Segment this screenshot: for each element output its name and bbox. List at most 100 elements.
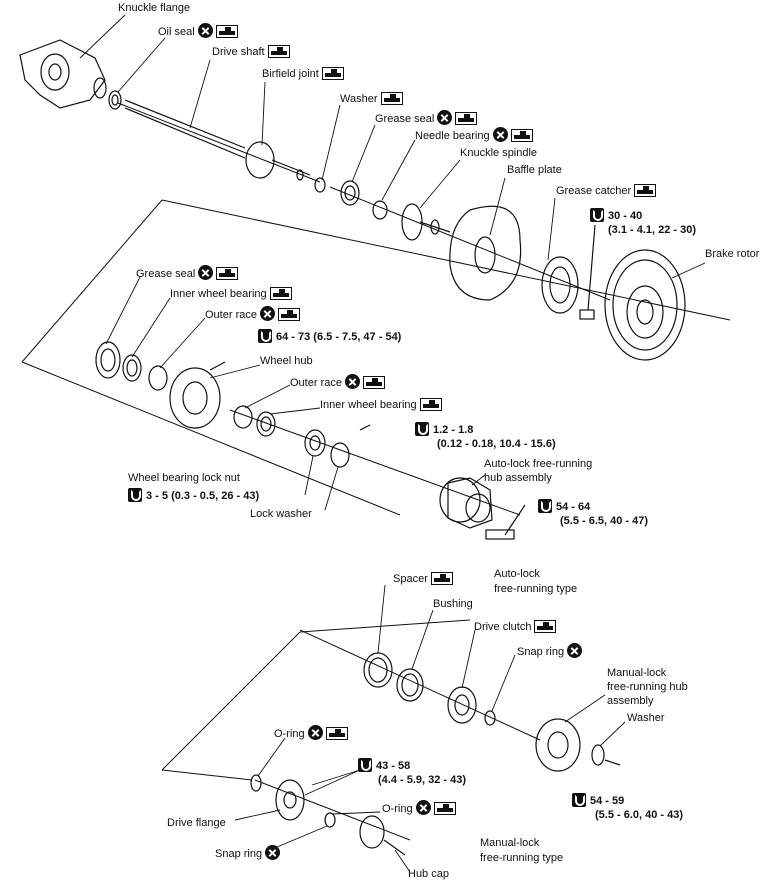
torque-lock-nut-text: 3 - 5 (0.3 - 0.5, 26 - 43) <box>146 490 260 502</box>
label-drive-clutch: Drive clutch <box>474 620 557 634</box>
label-drive-clutch-text: Drive clutch <box>474 621 532 633</box>
label-snap-ring-left-text: Snap ring <box>215 848 263 860</box>
axis-lines <box>117 102 611 841</box>
inner-wheel-bearing-lower-part <box>122 354 142 382</box>
torque-wrench-icon <box>415 422 429 436</box>
auto-hub-bolt-part <box>485 504 526 540</box>
label-birfield-joint: Birfield joint <box>262 67 344 81</box>
label-o-ring-left-text: O-ring <box>274 728 305 740</box>
torque-lock-screw-line2: (0.12 - 0.18, 10.4 - 15.6) <box>437 438 556 450</box>
grease-icon <box>215 25 238 38</box>
leader-lines <box>79 14 706 873</box>
label-outer-race-left: Outer race <box>205 306 300 322</box>
label-outer-race-right: Outer race <box>290 374 385 390</box>
label-grease-seal-top: Grease seal <box>375 110 478 126</box>
torque-drive-flange-bolt-line1: 43 - 58 <box>376 760 411 772</box>
x-circle-icon <box>415 800 431 815</box>
grease-icon <box>269 287 292 300</box>
label-snap-ring-right-text: Snap ring <box>517 646 565 658</box>
x-circle-icon <box>197 23 213 38</box>
label-inner-wheel-bearing-right: Inner wheel bearing <box>320 398 442 412</box>
label-drive-flange: Drive flange <box>167 817 226 829</box>
label-baffle-plate: Baffle plate <box>507 164 562 176</box>
label-knuckle-spindle: Knuckle spindle <box>460 147 538 159</box>
label-grease-catcher: Grease catcher <box>556 184 657 198</box>
label-auto-lock-hub-line2: hub assembly <box>484 472 552 484</box>
torque-wrench-icon <box>590 208 604 222</box>
label-o-ring-right: O-ring <box>382 800 456 816</box>
label-snap-ring-left: Snap ring <box>215 845 281 861</box>
label-washer-top-text: Washer <box>340 93 378 105</box>
lock-nut-part <box>304 429 326 457</box>
knuckle-spindle-part <box>401 203 451 241</box>
grease-icon <box>510 129 533 142</box>
label-birfield-joint-text: Birfield joint <box>262 68 319 80</box>
torque-manual-hub-bolt-line1: 54 - 59 <box>590 795 625 807</box>
label-inner-wheel-bearing-left: Inner wheel bearing <box>170 287 292 301</box>
grease-icon <box>455 112 478 125</box>
label-grease-catcher-text: Grease catcher <box>556 185 632 197</box>
auto-lock-hub-part <box>439 477 493 529</box>
x-circle-icon <box>437 110 453 125</box>
label-o-ring-left: O-ring <box>274 725 348 741</box>
drive-clutch-part <box>447 686 477 724</box>
grease-icon <box>277 308 300 321</box>
brake-rotor-part <box>604 249 686 361</box>
label-manual-lock-hub-line3: assembly <box>607 695 654 707</box>
torque-drive-flange-bolt: 43 - 58 <box>358 758 410 773</box>
torque-wrench-icon <box>358 758 372 772</box>
torque-lock-screw-line1: 1.2 - 1.8 <box>433 424 474 436</box>
label-grease-seal-top-text: Grease seal <box>375 113 435 125</box>
o-ring-left-part <box>250 774 262 792</box>
label-manual-lock-type-line2: free-running type <box>480 852 564 864</box>
drive-shaft-part <box>124 99 311 181</box>
label-knuckle-flange: Knuckle flange <box>118 2 191 14</box>
knuckle-flange-part <box>19 39 107 109</box>
x-circle-icon <box>344 374 360 389</box>
torque-hub-bolt-text: 64 - 73 (6.5 - 7.5, 47 - 54) <box>276 331 402 343</box>
wheel-hub-part <box>169 361 226 429</box>
grease-icon <box>433 802 456 815</box>
label-inner-wheel-bearing-right-text: Inner wheel bearing <box>320 399 417 411</box>
x-circle-icon <box>307 725 323 740</box>
grease-catcher-bolt-part <box>579 224 596 320</box>
label-wheel-bearing-lock-nut: Wheel bearing lock nut <box>128 472 240 484</box>
label-lock-washer: Lock washer <box>250 508 312 520</box>
label-wheel-hub: Wheel hub <box>260 355 313 367</box>
torque-manual-hub-bolt-line2: (5.5 - 6.0, 40 - 43) <box>595 809 684 821</box>
grease-icon <box>419 398 442 411</box>
label-brake-rotor: Brake rotor <box>705 248 760 260</box>
assembly-frame-auto-lock <box>21 199 731 633</box>
torque-hub-bolt: 64 - 73 (6.5 - 7.5, 47 - 54) <box>258 329 401 344</box>
label-grease-seal-left-text: Grease seal <box>136 268 196 280</box>
label-hub-cap: Hub cap <box>408 868 449 880</box>
label-outer-race-right-text: Outer race <box>290 377 342 389</box>
grease-catcher-part <box>541 256 579 314</box>
label-needle-bearing: Needle bearing <box>415 127 533 143</box>
baffle-plate-part <box>449 205 522 301</box>
torque-drive-flange-bolt-line2: (4.4 - 5.9, 32 - 43) <box>378 774 467 786</box>
label-oil-seal-text: Oil seal <box>158 26 195 38</box>
grease-icon <box>430 572 453 585</box>
grease-icon <box>325 727 348 740</box>
snap-ring-right-part <box>484 710 496 726</box>
grease-icon <box>534 620 557 633</box>
torque-wrench-icon <box>538 499 552 513</box>
torque-auto-hub-bolt-line1: 54 - 64 <box>556 501 591 513</box>
grease-seal-lower-part <box>95 341 121 379</box>
grease-icon <box>216 267 239 280</box>
label-auto-lock-hub-line1: Auto-lock free-running <box>484 458 593 470</box>
manual-lock-hub-part <box>535 718 581 772</box>
label-needle-bearing-text: Needle bearing <box>415 130 490 142</box>
label-auto-lock-type-line1: Auto-lock <box>494 568 540 580</box>
label-grease-seal-left: Grease seal <box>136 265 239 281</box>
torque-auto-hub-bolt-line2: (5.5 - 6.5, 40 - 47) <box>560 515 649 527</box>
x-circle-icon <box>198 265 214 280</box>
torque-auto-hub-bolt: 54 - 64 <box>538 499 590 514</box>
x-circle-icon <box>265 845 281 860</box>
label-manual-lock-hub-line1: Manual-lock <box>607 667 667 679</box>
label-washer-bottom: Washer <box>627 712 665 724</box>
label-drive-shaft-text: Drive shaft <box>212 46 265 58</box>
grease-icon <box>267 45 290 58</box>
